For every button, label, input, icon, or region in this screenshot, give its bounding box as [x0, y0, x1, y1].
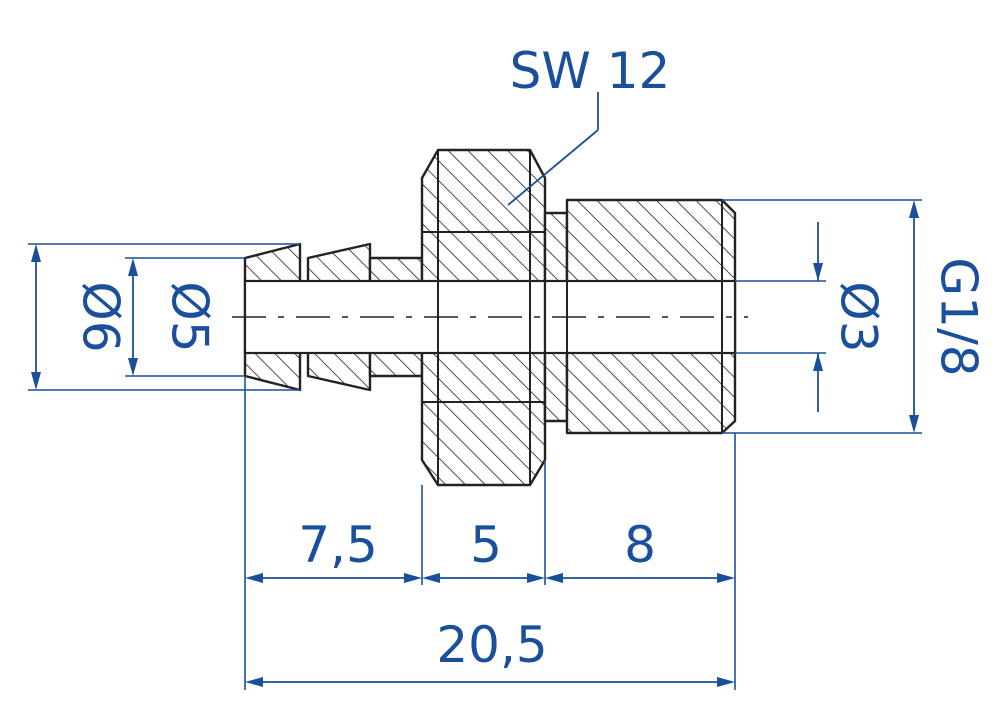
- dimension-d6: [28, 243, 300, 391]
- leader-sw12: [507, 92, 599, 206]
- label-sw12: SW 12: [510, 42, 671, 100]
- fitting-section: [232, 148, 748, 487]
- dimension-7-5: [245, 573, 422, 583]
- dimension-5: [422, 573, 545, 583]
- label-5: 5: [470, 516, 502, 574]
- label-8: 8: [624, 516, 656, 574]
- label-d6: Ø6: [72, 281, 130, 352]
- label-g18: G1/8: [930, 257, 988, 376]
- dimension-d5: [125, 257, 245, 377]
- dimension-8: [545, 573, 735, 583]
- label-7-5: 7,5: [298, 516, 378, 574]
- label-d5: Ø5: [161, 281, 219, 352]
- dimension-g18: [722, 199, 922, 434]
- length-extension-lines: [244, 376, 736, 690]
- label-20-5: 20,5: [436, 616, 547, 674]
- dimension-20-5: [245, 677, 735, 687]
- label-d3: Ø3: [830, 281, 888, 352]
- dimension-d3: [735, 222, 826, 412]
